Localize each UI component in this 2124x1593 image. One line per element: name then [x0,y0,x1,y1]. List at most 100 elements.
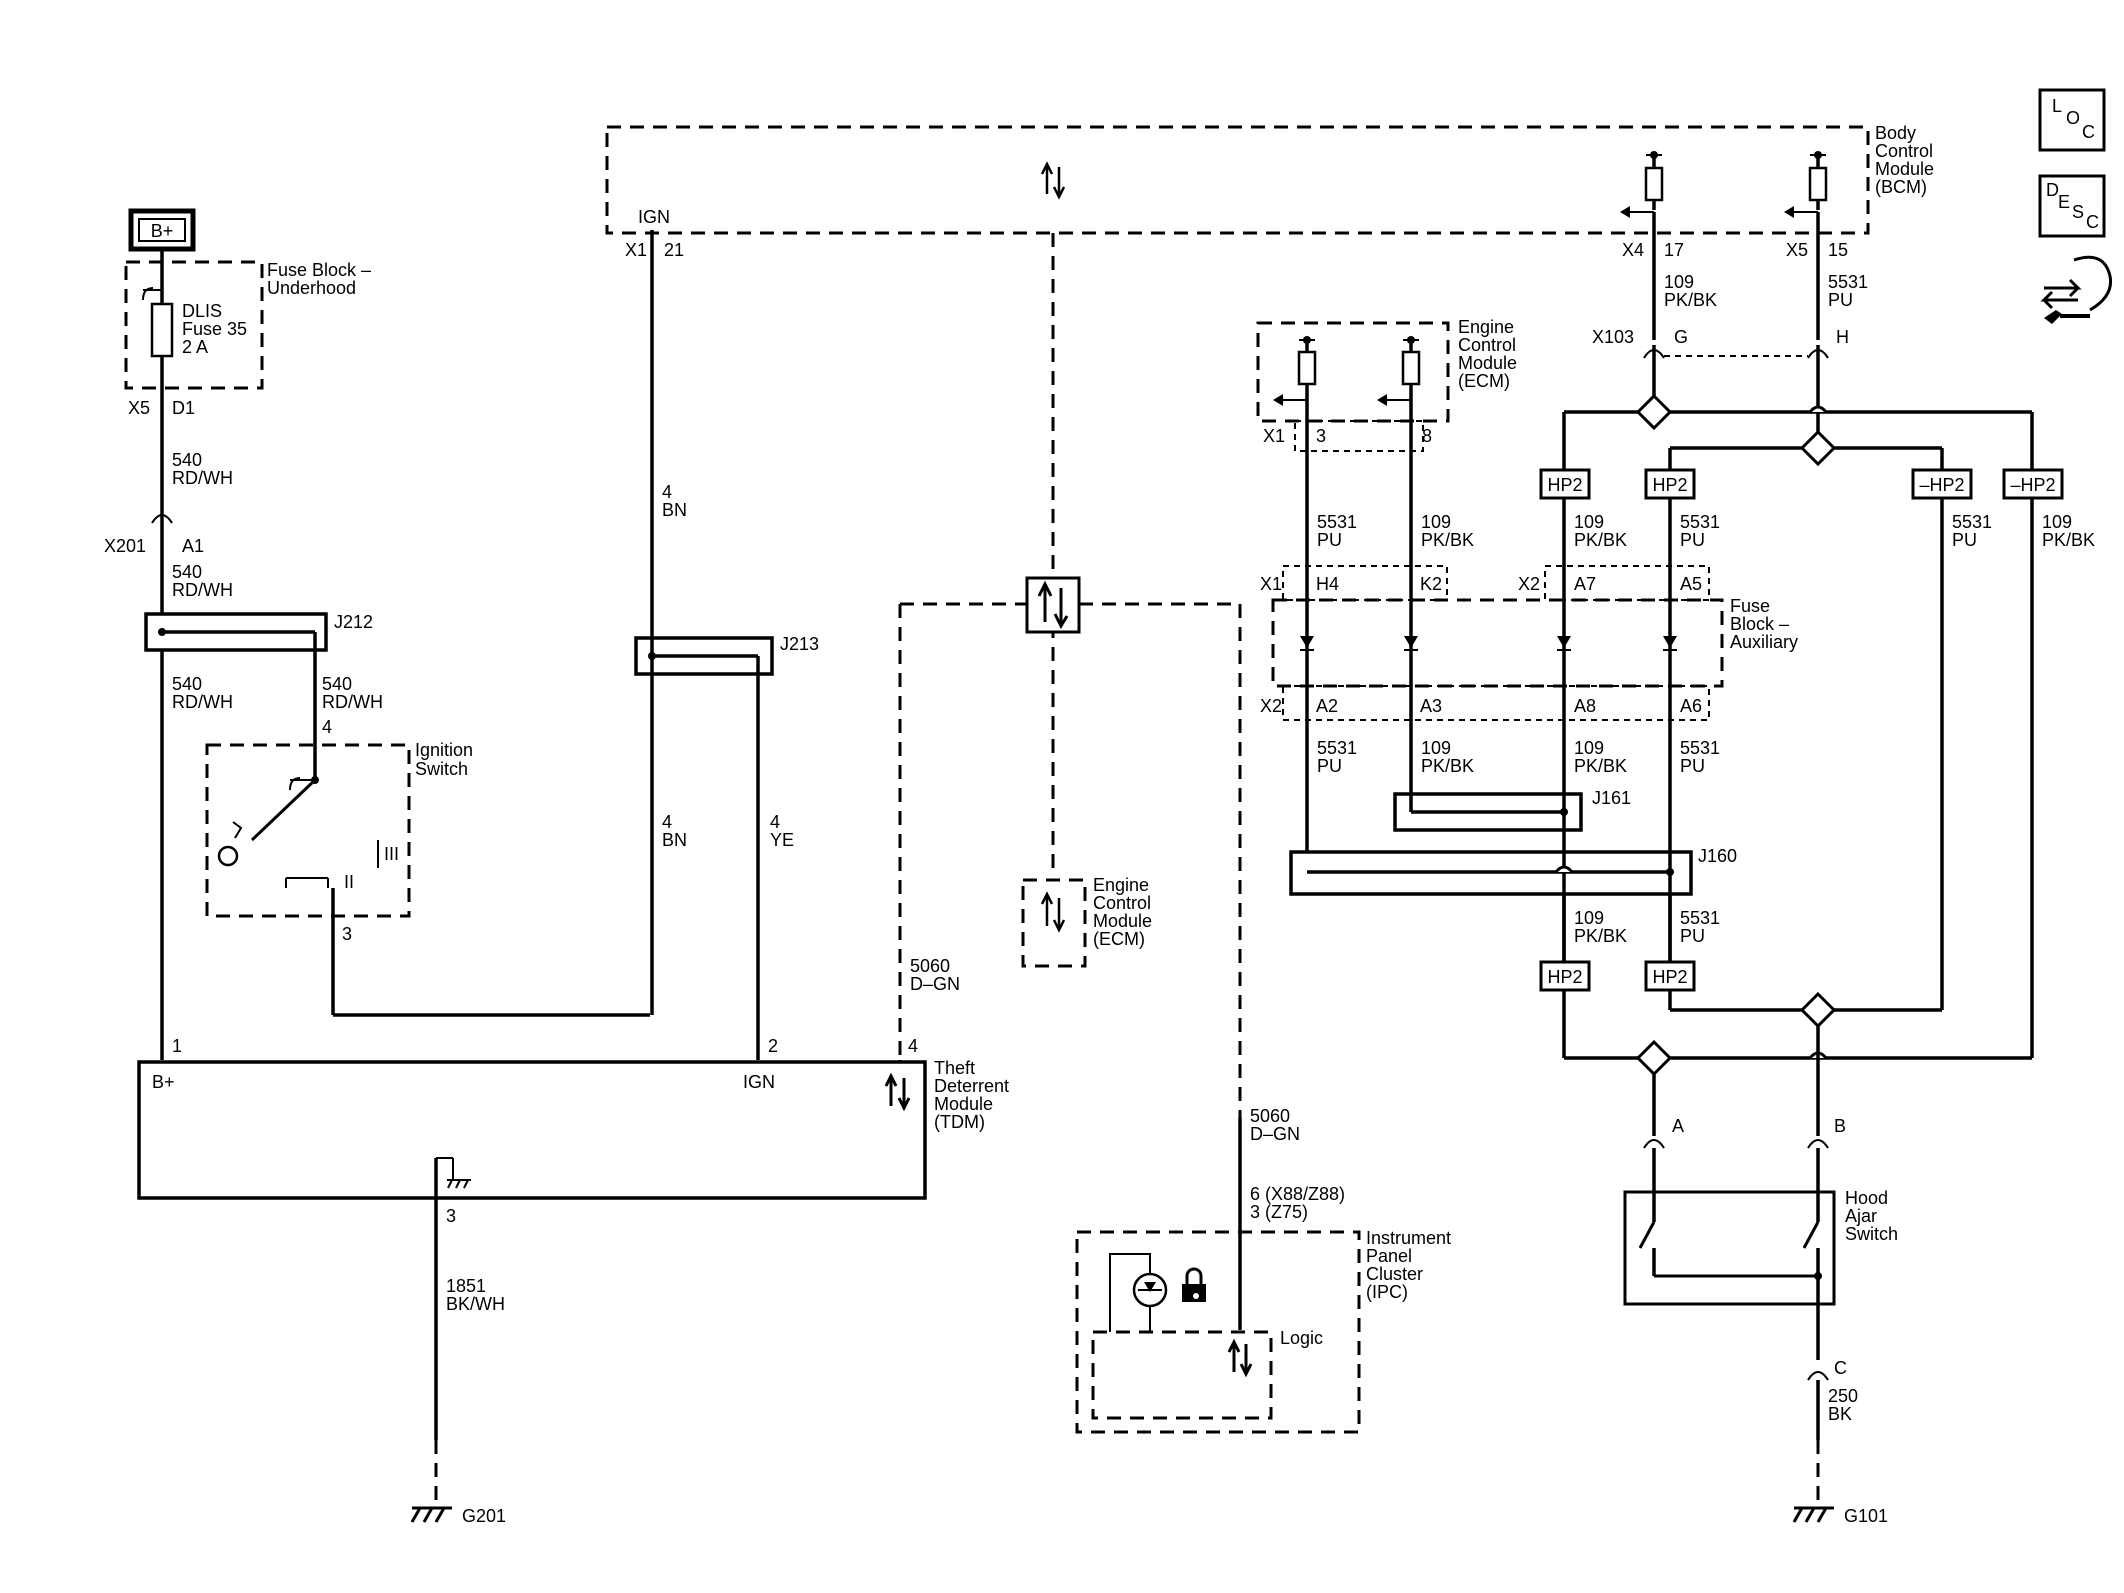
ecm-upper-title-3: Module [1458,353,1517,373]
fuse-aux-title-1: Fuse [1730,596,1770,616]
wire-1851-color: BK/WH [446,1294,505,1314]
security-lock-icon [1182,1267,1206,1302]
battery-label: B+ [151,221,174,241]
tdm-pin-3: 3 [446,1206,456,1226]
wire-109-circuit-6: 109 [1574,738,1604,758]
g201-label: G201 [462,1506,506,1526]
ipc-pin-alt: 3 (Z75) [1250,1202,1308,1222]
option-hp2-label-3: HP2 [1547,967,1582,987]
wire-5531-circuit-1: 5531 [1317,512,1357,532]
wire-109-circuit-2: 109 [1664,272,1694,292]
splice-j161: J161 [1393,788,1631,832]
description-view-button[interactable]: D E S C [2038,174,2106,238]
wire-5531-circuit-5: 5531 [1317,738,1357,758]
desc-char-3: S [2072,202,2084,222]
tdm-pin-2: 2 [768,1036,778,1056]
fuse-block-auxiliary: Fuse Block – Auxiliary X1 X2 X2 H4 K2 A7… [1260,565,1798,721]
bcm-x5-connector: X5 [1786,240,1808,260]
tdm-title-4: (TDM) [934,1112,985,1132]
ipc-pin-primary: 6 (X88/Z88) [1250,1184,1345,1204]
battery-supply: B+ [128,208,196,252]
serial-data-comm-symbol [1025,576,1081,634]
hood-pin-c: C [1834,1358,1847,1378]
fuse-block-pin: D1 [172,398,195,418]
tdm-title-1: Theft [934,1058,975,1078]
bcm-title-3: Module [1875,159,1934,179]
desc-char-4: C [2086,212,2099,232]
wire-250-color: BK [1828,1404,1852,1424]
fuse-aux-pin-k2: K2 [1420,574,1442,594]
bcm-x4-connector: X4 [1622,240,1644,260]
hood-switch-title-1: Hood [1845,1188,1888,1208]
tdm-title-2: Deterrent [934,1076,1009,1096]
bcm-ign-label: IGN [638,207,670,227]
ecm-lower-title-3: Module [1093,911,1152,931]
fuse-number: Fuse 35 [182,319,247,339]
wire-5060-circuit-2: 5060 [1250,1106,1290,1126]
hood-switch-title-2: Ajar [1845,1206,1877,1226]
fuse-block-underhood-title-1: Fuse Block – [267,260,371,280]
inline-connector-x103: X103 G H [1592,327,1849,359]
location-view-button[interactable]: L O C [2038,88,2106,152]
instrument-panel-cluster: Instrument Panel Cluster (IPC) Logic [1075,1228,1451,1434]
hood-pin-a: A [1672,1116,1684,1136]
wire-109-color-1: PK/BK [1421,530,1474,550]
bcm-title-2: Control [1875,141,1933,161]
fuse-aux-pin-a7: A7 [1574,574,1596,594]
tdm-bplus-label: B+ [152,1072,175,1092]
wire-250-circuit: 250 [1828,1386,1858,1406]
fuse-aux-x2-top: X2 [1518,574,1540,594]
ecm-upper-title-1: Engine [1458,317,1514,337]
wire-1851-circuit: 1851 [446,1276,486,1296]
tdm-ign-label: IGN [743,1072,775,1092]
wire-4bn-circuit-1: 4 [662,482,672,502]
loc-char-1: L [2052,96,2062,116]
wire-540-circuit-1: 540 [172,450,202,470]
wire-540-circuit-3: 540 [172,674,202,694]
diagnostic-procedure-icon[interactable] [2040,255,2113,324]
ecm-lower-title-1: Engine [1093,875,1149,895]
ecm-upper-title-2: Control [1458,335,1516,355]
fuse-aux-title-2: Block – [1730,614,1789,634]
ecm-lower-title-2: Control [1093,893,1151,913]
option-not-hp2-label-2: –HP2 [2010,475,2055,495]
j161-label: J161 [1592,788,1631,808]
wire-5531-circuit-4: 5531 [1952,512,1992,532]
hood-ajar-switch: A B Hood Ajar Switch C [1623,1116,1898,1381]
ecm-lower-title-4: (ECM) [1093,929,1145,949]
ecm-pin-3: 3 [1316,426,1326,446]
wire-109-color-3: PK/BK [1574,530,1627,550]
wire-5531-circuit-7: 5531 [1680,908,1720,928]
wire-5531-circuit-6: 5531 [1680,738,1720,758]
ecm-x1-connector: X1 [1263,426,1285,446]
wire-4ye-color: YE [770,830,794,850]
option-not-hp2-1: –HP2 [1911,468,1973,500]
bcm-pin-15: 15 [1828,240,1848,260]
fuse-aux-pin-a2: A2 [1316,696,1338,716]
wire-109-color-2: PK/BK [1664,290,1717,310]
fuse-block-connector: X5 [128,398,150,418]
fuse-aux-pin-a3: A3 [1420,696,1442,716]
x201-connector: X201 [104,536,146,556]
wire-5060-circuit-1: 5060 [910,956,950,976]
fuse-block-underhood: Fuse Block – Underhood DLIS Fuse 35 2 A … [124,260,371,418]
wire-5531-color-5: PU [1317,756,1342,776]
fuse-aux-title-3: Auxiliary [1730,632,1798,652]
x103-connector: X103 [1592,327,1634,347]
option-hp2-label-1: HP2 [1547,475,1582,495]
splice-j160: J160 [1289,846,1737,896]
wire-5060-color-2: D–GN [1250,1124,1300,1144]
ipc-title-1: Instrument [1366,1228,1451,1248]
ground-g101: G101 [1792,1506,1888,1526]
ignition-pos-II: II [344,872,354,892]
ecm-upper-title-4: (ECM) [1458,371,1510,391]
ignition-switch-pin-3: 3 [342,924,352,944]
option-not-hp2-label-1: –HP2 [1919,475,1964,495]
ignition-switch: Ignition Switch 4 III II 3 [205,717,473,944]
option-hp2-2: HP2 [1644,468,1696,500]
fuse-aux-pin-a8: A8 [1574,696,1596,716]
ipc-logic-label: Logic [1280,1328,1323,1348]
fuse-rating: 2 A [182,337,208,357]
x201-pin: A1 [182,536,204,556]
ipc-title-4: (IPC) [1366,1282,1408,1302]
